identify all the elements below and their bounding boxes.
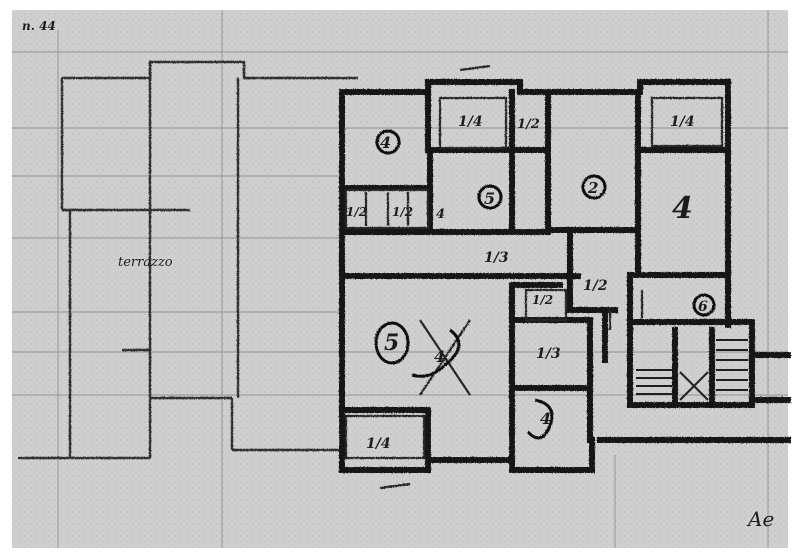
sheet-number: n. 44 [22,19,56,33]
room-label: 4 [672,191,693,226]
room-label: 1/2 [517,117,540,132]
room-label: 4 [540,409,551,428]
room-label: 6 [698,299,708,315]
room-label: 1/2 [583,278,608,294]
room-label: 2 [587,179,598,197]
terrace-note: terrazzo [118,255,173,270]
interior-details [344,64,724,490]
room-label: 5 [484,189,495,208]
room-label: 5 [384,330,399,356]
room-label: 4 [436,207,445,222]
room-label: 1/2 [532,293,553,307]
room-labels: 4 1/4 1/2 1/2 1/2 5 2 4 1/4 1/3 1/2 1/2 … [346,114,708,452]
corner-mark: Ae [746,507,774,531]
room-label: 1/4 [670,114,695,130]
stair-treads [636,339,748,401]
room-label: 1/4 [366,436,391,452]
room-label: 1/3 [484,250,509,266]
room-label: 1/4 [458,114,483,130]
room-label: 1/2 [346,205,367,219]
left-building-outline [18,60,358,460]
room-label: 1/3 [536,346,561,362]
room-label: 4 [380,133,391,152]
annotation-scribbles [374,129,716,440]
apartment-walls [339,79,791,473]
room-label: 1/2 [392,205,413,219]
room-label: 4 [434,347,445,366]
